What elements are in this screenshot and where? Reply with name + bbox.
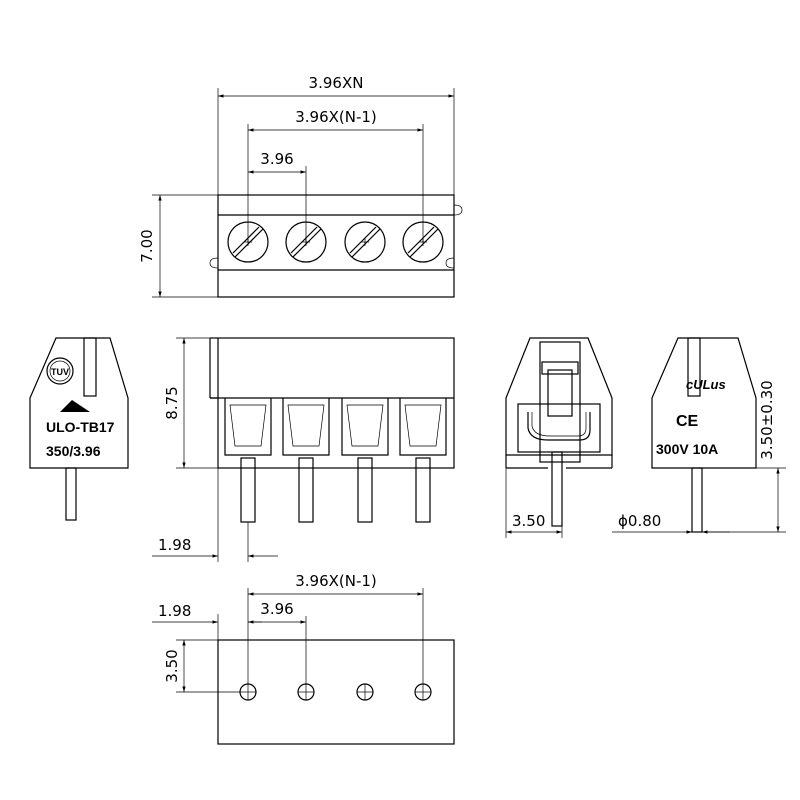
tuv-logo bbox=[46, 357, 74, 385]
wire-entry bbox=[399, 398, 447, 523]
pin-holes bbox=[239, 683, 432, 701]
rating-label: 300V 10A bbox=[656, 441, 718, 457]
dim-side-width: 3.50 bbox=[512, 512, 545, 530]
pin-hole bbox=[239, 683, 257, 701]
dim-pitch: 3.96 bbox=[260, 150, 293, 168]
ce-mark: CE bbox=[676, 413, 699, 430]
front-view: 8.75 1.98 bbox=[152, 337, 455, 562]
pin bbox=[691, 467, 703, 533]
wire-entry bbox=[341, 398, 389, 523]
pin-hole bbox=[297, 683, 315, 701]
top-body-outline bbox=[217, 194, 455, 298]
tuv-text: TUV bbox=[51, 367, 69, 377]
dim-front-offset: 1.98 bbox=[158, 536, 191, 554]
dim-pin-diameter: ϕ0.80 bbox=[618, 512, 661, 530]
screw-heads bbox=[227, 221, 444, 263]
dim-bottom-pitch: 3.96 bbox=[260, 600, 293, 618]
pin-hole bbox=[414, 683, 432, 701]
brand-mark-icon bbox=[60, 400, 90, 412]
section-view: 3.50 bbox=[505, 337, 613, 538]
dim-total-width: 3.96XN bbox=[309, 74, 364, 92]
screw-head bbox=[227, 221, 269, 263]
dim-bottom-span: 3.96X(N-1) bbox=[295, 572, 377, 590]
wire-entries bbox=[224, 398, 447, 523]
pin bbox=[65, 467, 77, 521]
bottom-view: 3.96X(N-1) 3.96 1.98 3.50 bbox=[152, 572, 455, 745]
right-side-view: cULus CE 300V 10A 3.50±0.30 ϕ0.80 bbox=[612, 337, 786, 534]
front-body-outline bbox=[217, 337, 455, 469]
wire-entry bbox=[224, 398, 272, 523]
dim-bottom-offset: 1.98 bbox=[158, 602, 191, 620]
pin-hole bbox=[356, 683, 374, 701]
model-label: ULO-TB17 bbox=[46, 419, 115, 435]
dim-span: 3.96X(N-1) bbox=[295, 108, 377, 126]
screw-head bbox=[344, 221, 386, 263]
ul-mark: cULus bbox=[686, 377, 726, 392]
wire-entry bbox=[282, 398, 330, 523]
dim-top-height: 7.00 bbox=[138, 229, 156, 262]
dim-front-height: 8.75 bbox=[163, 386, 181, 419]
pin bbox=[551, 451, 563, 527]
dim-bottom-height: 3.50 bbox=[163, 649, 181, 682]
dim-pin-length: 3.50±0.30 bbox=[758, 380, 776, 459]
spec-label: 350/3.96 bbox=[46, 443, 101, 459]
left-side-view: TUV ULO-TB17 350/3.96 bbox=[29, 337, 129, 521]
top-view: 3.96XN 3.96X(N-1) 3.96 7.00 bbox=[138, 74, 463, 298]
